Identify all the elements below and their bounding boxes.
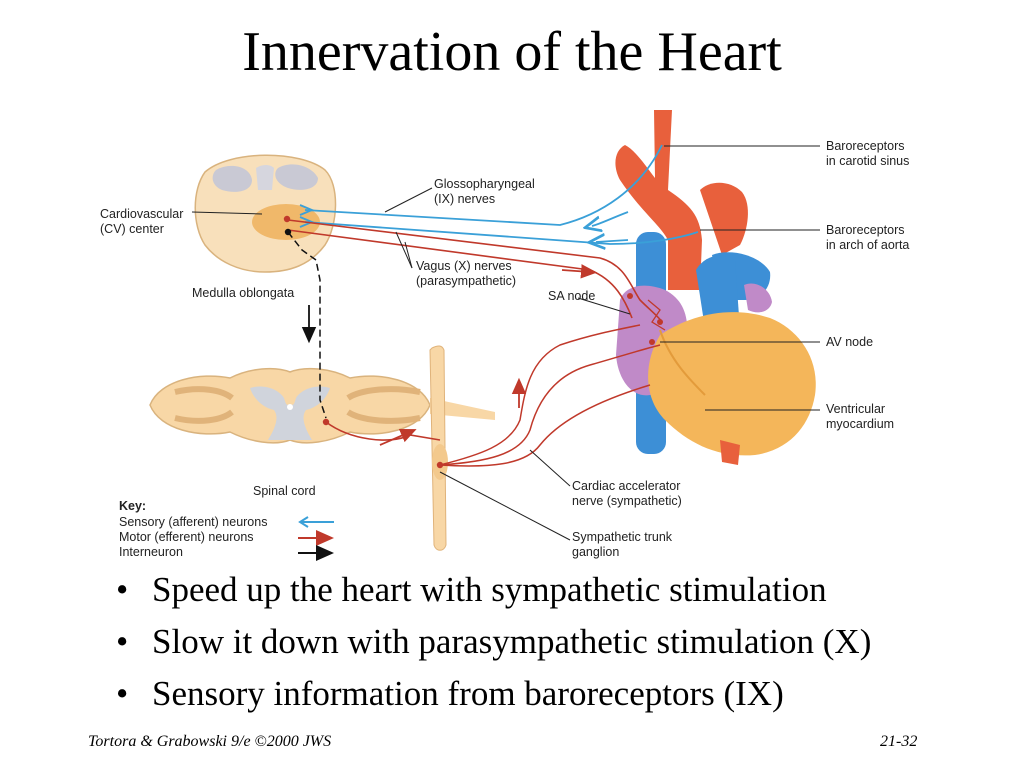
footer-slide-number: 21-32: [880, 733, 918, 750]
sensory-pathways: [299, 144, 699, 244]
diagram-key: Key: Sensory (afferent) neurons Motor (e…: [119, 499, 334, 561]
label-baro-aorta-line1: Baroreceptors: [826, 223, 905, 237]
label-sympathetic-trunk-line1: Sympathetic trunk: [572, 530, 673, 544]
bullet-text: Sensory information from baroreceptors (…: [152, 674, 784, 713]
bullet-text: Slow it down with parasympathetic stimul…: [152, 622, 872, 661]
label-ventricular-line2: myocardium: [826, 417, 894, 431]
key-item-sensory: Sensory (afferent) neurons: [119, 515, 267, 529]
label-sympathetic-trunk-line2: ganglion: [572, 545, 619, 559]
label-cardiac-accelerator-line2: nerve (sympathetic): [572, 494, 682, 508]
label-vagus-line1: Vagus (X) nerves: [416, 259, 512, 273]
label-baro-carotid-line1: Baroreceptors: [826, 139, 905, 153]
key-heading: Key:: [119, 499, 146, 513]
interneuron-pathway: [284, 228, 327, 419]
label-baro-aorta-line2: in arch of aorta: [826, 238, 909, 252]
label-leader-lines: [191, 145, 820, 541]
label-sa-node: SA node: [548, 289, 595, 303]
key-item-motor: Motor (efferent) neurons: [119, 530, 254, 544]
bullet-item: • Sensory information from baroreceptors …: [110, 672, 871, 724]
bullet-dot: •: [116, 570, 129, 609]
bullet-list: • Speed up the heart with sympathetic sti…: [110, 568, 871, 724]
bullet-text: Speed up the heart with sympathetic stim…: [152, 570, 827, 609]
bullet-item: • Slow it down with parasympathetic stimu…: [110, 620, 871, 672]
key-item-interneuron: Interneuron: [119, 545, 183, 559]
label-av-node: AV node: [826, 335, 873, 349]
label-ventricular-line1: Ventricular: [826, 402, 885, 416]
slide-title: Innervation of the Heart: [242, 21, 782, 83]
footer-citation: Tortora & Grabowski 9/e ©2000 JWS: [88, 733, 332, 750]
heart-illustration: [615, 110, 816, 465]
label-cv-center-line2: (CV) center: [100, 222, 164, 236]
label-spinal-cord: Spinal cord: [253, 484, 316, 498]
label-baro-carotid-line2: in carotid sinus: [826, 154, 909, 168]
label-vagus-line2: (parasympathetic): [416, 274, 516, 288]
bullet-item: • Speed up the heart with sympathetic sti…: [110, 568, 871, 620]
medulla-oblongata-illustration: [194, 154, 337, 273]
label-cv-center-line1: Cardiovascular: [100, 207, 183, 221]
key-arrow-sensory: [298, 516, 334, 528]
motor-pathways: [283, 215, 666, 469]
label-glossopharyngeal-line1: Glossopharyngeal: [434, 177, 535, 191]
bullet-dot: •: [116, 622, 129, 661]
label-glossopharyngeal-line2: (IX) nerves: [434, 192, 495, 206]
spinal-cord-illustration: [149, 367, 495, 444]
label-cardiac-accelerator-line1: Cardiac accelerator: [572, 479, 680, 493]
bullet-dot: •: [116, 674, 129, 713]
label-medulla-oblongata: Medulla oblongata: [192, 286, 294, 300]
